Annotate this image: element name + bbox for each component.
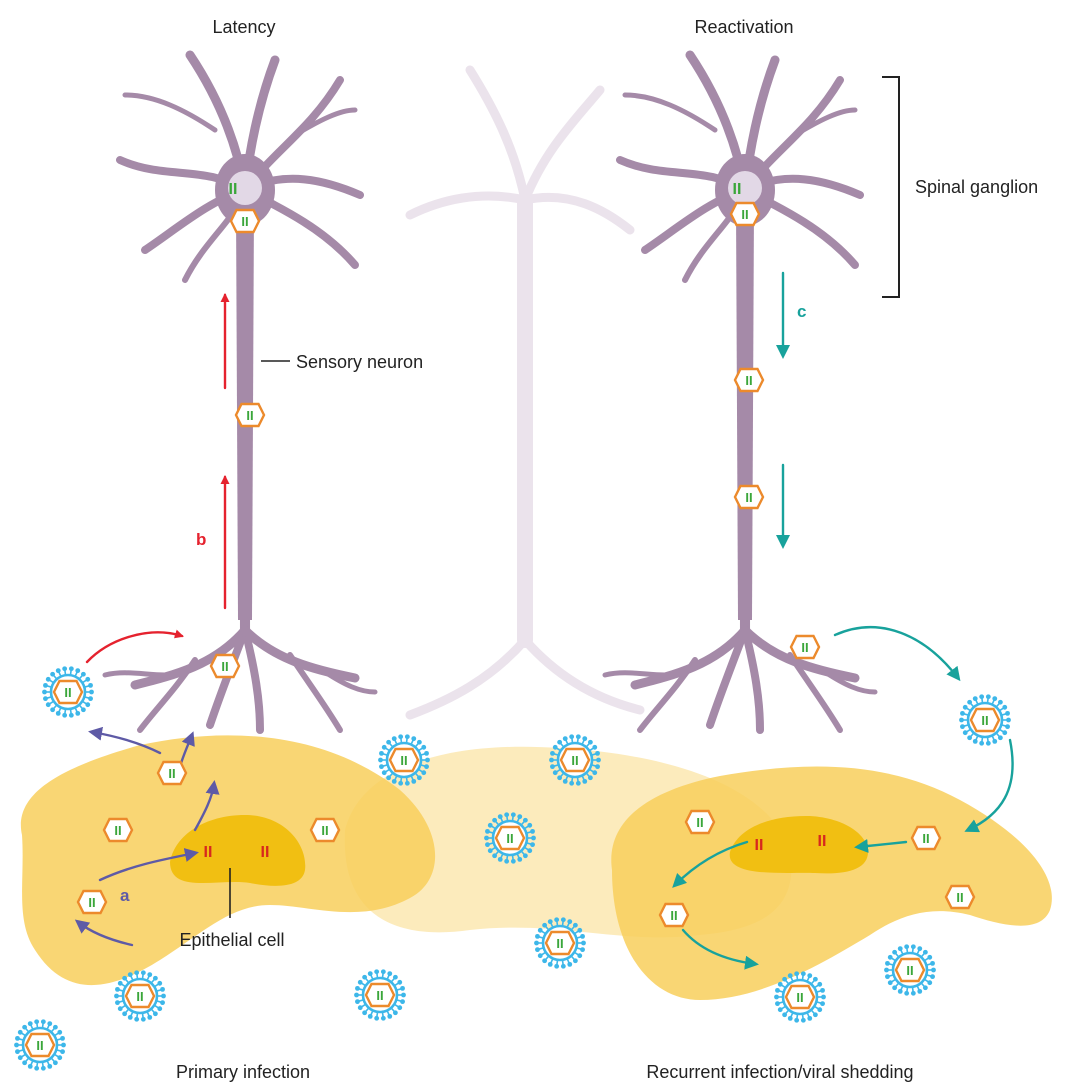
step-label-a: a <box>120 886 130 905</box>
genome-symbol: II <box>906 963 913 978</box>
genome-symbol: II <box>556 936 563 951</box>
genome-symbol: II <box>114 823 121 838</box>
reactivation-neuron <box>605 55 875 730</box>
genome-symbol: II <box>796 990 803 1005</box>
arrow-to-neuron <box>87 632 182 662</box>
step-label-b: b <box>196 530 206 549</box>
step-label-c: c <box>797 302 806 321</box>
epithelial-cell-label: Epithelial cell <box>179 930 284 950</box>
virion-10: II <box>884 944 936 995</box>
capsid-5: II <box>735 369 763 391</box>
genome-symbol: II <box>741 207 748 222</box>
capsid-6: II <box>735 486 763 508</box>
genome-symbol: II <box>922 831 929 846</box>
active-genome-right-2: II <box>818 833 827 850</box>
capsid-2: II <box>236 404 264 426</box>
genome-symbol: II <box>956 890 963 905</box>
capsid-3: II <box>211 655 239 677</box>
capsid-11: II <box>78 891 106 913</box>
reactivation-label: Reactivation <box>694 17 793 37</box>
capsid-4: II <box>731 203 759 225</box>
latency-neuron <box>105 55 375 730</box>
capsid-1: II <box>231 210 259 232</box>
genome-symbol: II <box>64 685 71 700</box>
virion-1: II <box>42 666 94 717</box>
recurrent-infection-label: Recurrent infection/viral shedding <box>646 1062 913 1082</box>
virion-capsid: II <box>54 681 82 703</box>
spinal-ganglion-label: Spinal ganglion <box>915 177 1038 197</box>
genome-symbol: II <box>88 895 95 910</box>
genome-symbol: II <box>136 989 143 1004</box>
latency-label: Latency <box>212 17 275 37</box>
virion-capsid: II <box>496 827 524 849</box>
latent-genome-left: II <box>229 181 238 198</box>
genome-symbol: II <box>670 908 677 923</box>
virion-8: II <box>354 969 406 1020</box>
virion-capsid: II <box>390 749 418 771</box>
capsid-13: II <box>912 827 940 849</box>
genome-symbol: II <box>745 490 752 505</box>
genome-symbol: II <box>168 766 175 781</box>
capsid-7: II <box>791 636 819 658</box>
genome-symbol: II <box>400 753 407 768</box>
genome-symbol: II <box>36 1038 43 1053</box>
genome-symbol: II <box>221 659 228 674</box>
arrow-exit-neuron <box>835 627 958 678</box>
virion-capsid: II <box>786 986 814 1008</box>
genome-symbol: II <box>696 815 703 830</box>
virion-capsid: II <box>26 1034 54 1056</box>
virion-capsid: II <box>896 959 924 981</box>
active-genome-left-1: II <box>204 844 213 861</box>
capsid-12: II <box>686 811 714 833</box>
genome-symbol: II <box>745 373 752 388</box>
genome-symbol: II <box>506 831 513 846</box>
virion-capsid: II <box>126 985 154 1007</box>
active-genome-right-1: II <box>755 837 764 854</box>
active-genome-left-2: II <box>261 844 270 861</box>
virion-capsid: II <box>971 709 999 731</box>
capsid-9: II <box>104 819 132 841</box>
primary-infection-label: Primary infection <box>176 1062 310 1082</box>
genome-symbol: II <box>246 408 253 423</box>
virion-capsid: II <box>561 749 589 771</box>
virion-9: II <box>959 694 1011 745</box>
latent-genome-right: II <box>733 181 742 198</box>
genome-symbol: II <box>321 823 328 838</box>
virion-3: II <box>14 1019 66 1070</box>
genome-symbol: II <box>571 753 578 768</box>
neurons <box>105 55 875 730</box>
capsid-15: II <box>660 904 688 926</box>
virion-capsid: II <box>546 932 574 954</box>
genome-symbol: II <box>241 214 248 229</box>
background-neuron <box>410 70 640 715</box>
capsid-8: II <box>158 762 186 784</box>
sensory-neuron-label: Sensory neuron <box>296 352 423 372</box>
spinal-ganglion-bracket <box>882 77 899 297</box>
genome-symbol: II <box>981 713 988 728</box>
genome-symbol: II <box>801 640 808 655</box>
genome-symbol: II <box>376 988 383 1003</box>
capsid-14: II <box>946 886 974 908</box>
virion-capsid: II <box>366 984 394 1006</box>
capsid-10: II <box>311 819 339 841</box>
